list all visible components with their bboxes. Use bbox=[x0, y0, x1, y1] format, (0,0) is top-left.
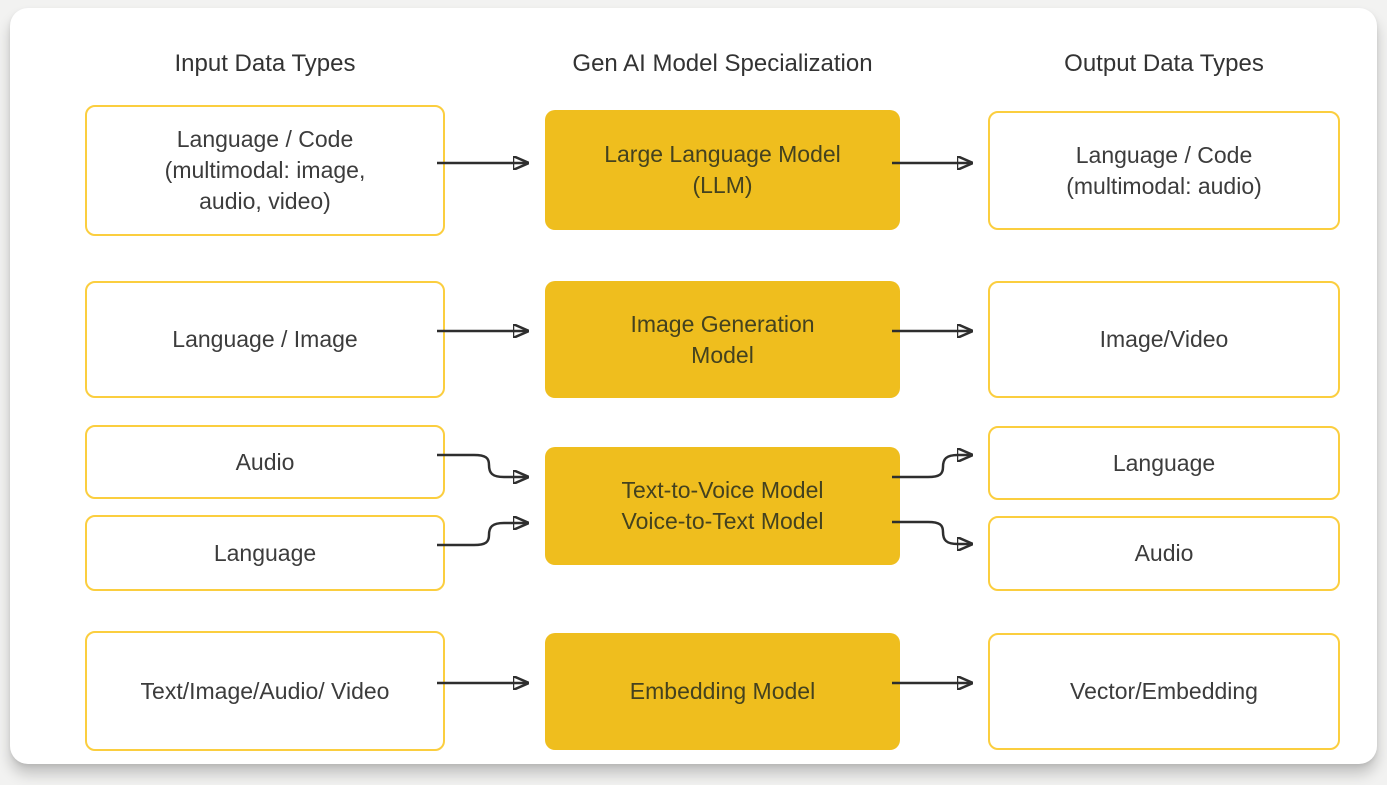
output-box-vector-embedding: Vector/Embedding bbox=[988, 633, 1340, 750]
input-box-audio: Audio bbox=[85, 425, 445, 499]
output-box-audio: Audio bbox=[988, 516, 1340, 591]
output-box-language-code-multimodal-audio: Language / Code (multimodal: audio) bbox=[988, 111, 1340, 230]
column-header-output-data-types: Output Data Types bbox=[1064, 50, 1264, 77]
model-box-image-generation: Image Generation Model bbox=[545, 281, 900, 398]
diagram-card: Input Data Types Gen AI Model Specializa… bbox=[10, 8, 1377, 764]
column-header-gen-ai-model-specialization: Gen AI Model Specialization bbox=[572, 50, 873, 77]
model-box-large-language-model: Large Language Model (LLM) bbox=[545, 110, 900, 230]
model-box-text-to-voice-voice-to-text: Text-to-Voice Model Voice-to-Text Model bbox=[545, 447, 900, 565]
output-box-image-video: Image/Video bbox=[988, 281, 1340, 398]
input-box-language: Language bbox=[85, 515, 445, 591]
input-box-text-image-audio-video: Text/Image/Audio/ Video bbox=[85, 631, 445, 751]
model-box-embedding: Embedding Model bbox=[545, 633, 900, 750]
input-box-language-image: Language / Image bbox=[85, 281, 445, 398]
input-box-language-code-multimodal: Language / Code (multimodal: image, audi… bbox=[85, 105, 445, 236]
column-header-input-data-types: Input Data Types bbox=[174, 50, 356, 77]
output-box-language: Language bbox=[988, 426, 1340, 500]
